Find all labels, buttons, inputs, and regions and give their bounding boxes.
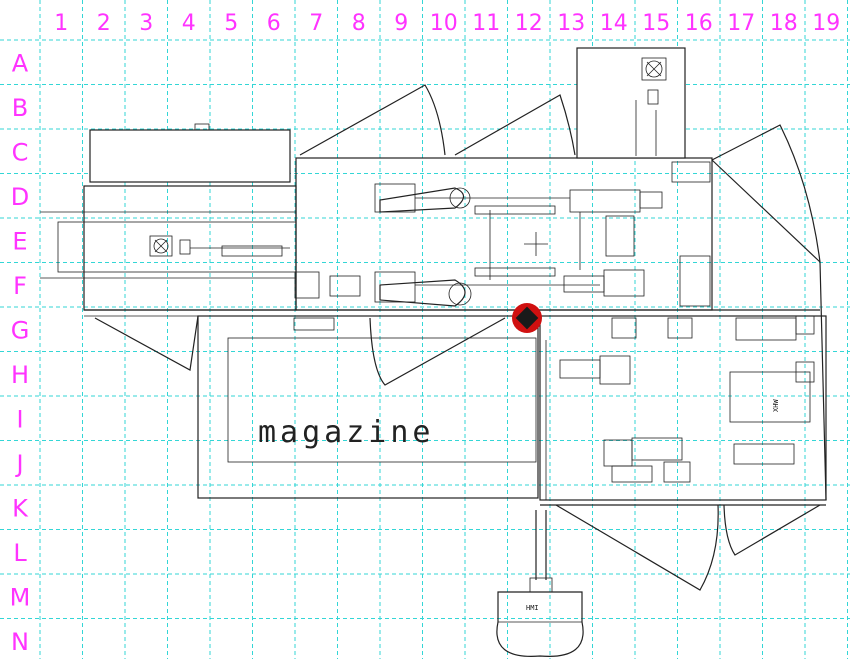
guard-flap-left (299, 84, 446, 156)
upper-belt-drive (379, 187, 465, 213)
grid-row-label: K (12, 494, 29, 522)
grid-row-label: G (11, 316, 30, 344)
machine-layout: magazine XHW HMI (40, 47, 827, 657)
grid-row-label: C (12, 138, 29, 166)
right-guard (711, 124, 827, 501)
magazine-door (369, 317, 506, 386)
side-unit-label: XHW (772, 399, 780, 412)
grid-row-label: D (11, 183, 29, 211)
grid-column-label: 11 (472, 11, 500, 36)
lower-motor (603, 269, 645, 297)
grid-column-label: 13 (557, 11, 585, 36)
right-lower-frame (539, 315, 827, 501)
side-unit (729, 371, 811, 423)
grid-row-label: N (11, 628, 29, 656)
grid-column-label: 10 (430, 11, 458, 36)
main-frame (295, 157, 713, 311)
grid-column-label: 1 (54, 11, 68, 36)
cabinet-handle (194, 123, 210, 131)
grid-column-label: 16 (685, 11, 713, 36)
grid-column-label: 18 (770, 11, 798, 36)
upper-motor (569, 189, 641, 213)
grid-column-label: 8 (352, 11, 366, 36)
grid-row-label: M (10, 583, 31, 611)
grid-row-label: A (12, 49, 29, 77)
lower-belt-drive (379, 279, 466, 307)
top-right-cabinet (576, 47, 686, 159)
grid-row-label: L (13, 539, 27, 567)
grid-column-label: 4 (182, 11, 196, 36)
grid-column-label: 19 (812, 11, 840, 36)
emergency-stop-icon[interactable] (512, 303, 542, 333)
grid-column-label: 2 (97, 11, 111, 36)
grid-row-label: J (14, 450, 23, 478)
fan-icon (149, 235, 173, 257)
grid-column-label: 12 (515, 11, 543, 36)
grid-column-label: 14 (600, 11, 628, 36)
top-left-cabinet (89, 129, 291, 183)
grid-column-label: 6 (267, 11, 281, 36)
grid-column-label: 7 (309, 11, 323, 36)
guard-flap-bottom-left (94, 315, 199, 371)
grid-column-label: 9 (394, 11, 408, 36)
grid-column-label: 17 (727, 11, 755, 36)
grid-column-label: 3 (139, 11, 153, 36)
guard-flap-bottom (555, 504, 719, 591)
magazine-inner (227, 337, 537, 463)
hmi-panel (496, 591, 584, 657)
guard-flap-mid (454, 94, 576, 156)
grid-row-label: E (12, 227, 27, 255)
grid-column-label: 15 (642, 11, 670, 36)
infeed-belt (57, 221, 297, 273)
grid-column-label: 5 (224, 11, 238, 36)
fan-icon (641, 57, 667, 81)
grid-row-label: F (13, 272, 27, 300)
grid-row-label: H (11, 361, 29, 389)
guard-flap-bottom-right (723, 504, 821, 556)
magazine-frame (197, 315, 539, 499)
grid-row-label: I (16, 405, 23, 433)
hmi-label: HMI (526, 604, 539, 612)
grid-row-label: B (12, 94, 28, 122)
magazine-label: magazine (258, 415, 435, 450)
